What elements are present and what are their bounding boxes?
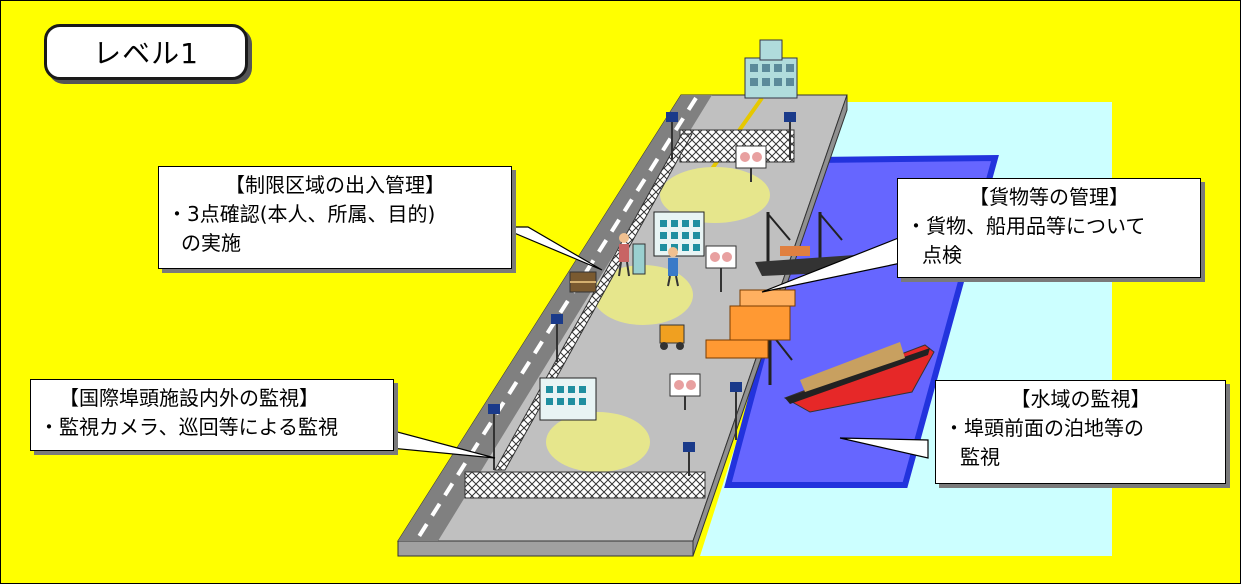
office-building-icon bbox=[653, 211, 705, 257]
callout-line: ・3点確認(本人、所属、目的) bbox=[167, 202, 436, 226]
callout-water-monitoring: 【水域の監視】 ・埠頭前面の泊地等の 監視 bbox=[935, 380, 1226, 484]
camera-icon bbox=[784, 112, 796, 160]
guard-booth-icon bbox=[632, 243, 646, 275]
callout-pointer bbox=[839, 437, 929, 459]
patrol-circle bbox=[660, 167, 770, 223]
callout-title: 【制限区域の出入管理】 bbox=[225, 173, 445, 197]
crane-icon bbox=[818, 212, 843, 262]
signboard-icon bbox=[705, 245, 737, 292]
signboard-icon bbox=[669, 373, 701, 410]
guard-icon bbox=[667, 247, 679, 287]
callout-line: 監視 bbox=[960, 445, 1000, 469]
patrol-circle bbox=[593, 265, 693, 325]
forklift-icon bbox=[659, 324, 685, 350]
callout-line: ・貨物、船用品等について bbox=[906, 214, 1146, 238]
pier-front-edge bbox=[397, 540, 694, 557]
crane-icon bbox=[766, 212, 791, 262]
building-icon bbox=[744, 39, 798, 99]
callout-perimeter-monitoring: 【国際埠頭施設内外の監視】 ・監視カメラ、巡回等による監視 bbox=[30, 379, 394, 451]
cargo-ship-icon bbox=[783, 342, 935, 413]
callout-access-control: 【制限区域の出入管理】 ・3点確認(本人、所属、目的) の実施 bbox=[158, 166, 512, 269]
camera-icon bbox=[488, 404, 500, 470]
gate-icon bbox=[569, 271, 597, 293]
guard-icon bbox=[618, 233, 630, 277]
camera-icon bbox=[551, 314, 563, 362]
fence-bottom bbox=[464, 471, 706, 499]
road-center-line bbox=[416, 96, 698, 540]
callout-pointer bbox=[499, 226, 603, 271]
callout-line: ・埠頭前面の泊地等の bbox=[944, 416, 1144, 440]
signboard-icon bbox=[735, 145, 767, 182]
callout-line: 点検 bbox=[922, 243, 962, 267]
callout-line: ・監視カメラ、巡回等による監視 bbox=[39, 415, 338, 439]
camera-icon bbox=[730, 382, 742, 440]
callout-cargo-management: 【貨物等の管理】 ・貨物、船用品等について 点検 bbox=[897, 178, 1201, 278]
patrol-circle bbox=[546, 412, 650, 472]
level-label: レベル1 bbox=[44, 24, 248, 80]
callout-title: 【貨物等の管理】 bbox=[969, 185, 1129, 209]
office-building-icon bbox=[539, 377, 597, 421]
container-stack-icon bbox=[705, 289, 796, 359]
camera-icon bbox=[666, 112, 678, 160]
callout-title: 【水域の監視】 bbox=[1010, 387, 1151, 411]
callout-line: の実施 bbox=[181, 231, 241, 255]
callout-title: 【国際埠頭施設内外の監視】 bbox=[59, 386, 319, 410]
camera-icon bbox=[683, 442, 695, 476]
